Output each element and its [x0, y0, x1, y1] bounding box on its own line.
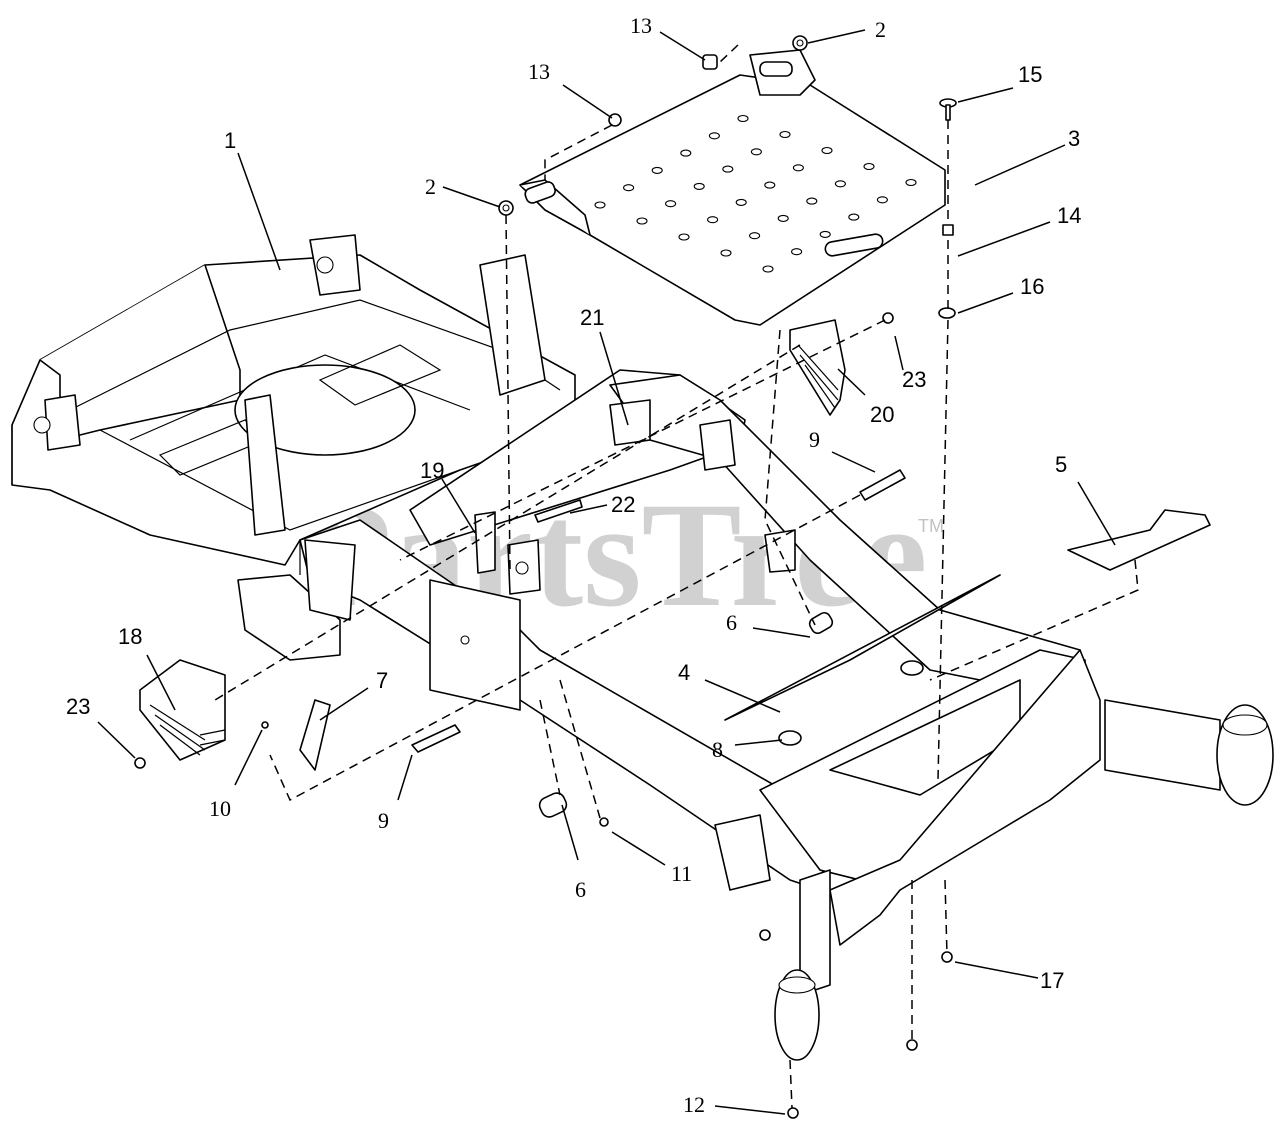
callout-21: 21 — [580, 305, 604, 330]
leader-lines — [97, 29, 1116, 1115]
callout-20: 20 — [870, 402, 894, 427]
callout-10: 10 — [209, 796, 231, 821]
callout-13-top: 13 — [630, 13, 652, 38]
callout-16: 16 — [1020, 274, 1044, 299]
plate-hole — [848, 213, 860, 221]
part-5-pad — [1067, 509, 1211, 571]
plate-hole — [749, 232, 761, 240]
plate-hole — [678, 233, 690, 241]
plate-hole — [636, 217, 648, 225]
plate-hole — [693, 182, 705, 190]
plate-hole — [762, 265, 774, 273]
callout-6-right: 6 — [726, 610, 737, 635]
plate-hole — [623, 184, 635, 192]
callout-15: 15 — [1018, 62, 1042, 87]
callout-23-right: 23 — [902, 367, 926, 392]
plate-hole — [665, 200, 677, 208]
callout-4: 4 — [678, 660, 690, 685]
plate-hole — [876, 196, 888, 204]
callout-22: 22 — [611, 492, 635, 517]
part-3-floor-plate — [519, 49, 946, 326]
callout-11: 11 — [671, 861, 692, 886]
plate-hole — [779, 130, 791, 139]
watermark-trademark: TM — [918, 516, 944, 536]
callout-7: 7 — [376, 668, 388, 693]
callout-19: 19 — [420, 458, 444, 483]
plate-hole — [707, 216, 719, 224]
callout-2-top: 2 — [875, 17, 886, 42]
plate-hole — [750, 148, 762, 156]
callout-17: 17 — [1040, 968, 1064, 993]
part-20-grille — [789, 319, 846, 416]
plate-hole — [708, 132, 720, 140]
callout-labels: 1 2 2 3 4 5 6 6 7 8 9 9 10 11 12 13 13 1… — [66, 13, 1081, 1117]
plate-hole — [722, 165, 734, 173]
callout-12: 12 — [683, 1092, 705, 1117]
floor-plate-holes — [594, 114, 917, 273]
plate-hole — [737, 114, 749, 123]
plate-hole — [594, 201, 606, 209]
plate-hole — [777, 214, 789, 222]
callout-14: 14 — [1057, 203, 1081, 228]
callout-23-left: 23 — [66, 694, 90, 719]
plate-hole — [791, 248, 803, 256]
callout-13-left: 13 — [528, 59, 550, 84]
assembly-lines — [214, 44, 1139, 1109]
callout-5: 5 — [1055, 452, 1067, 477]
callout-6-bottom: 6 — [575, 877, 586, 902]
plate-hole — [792, 164, 804, 172]
part-18-grille — [139, 659, 226, 761]
plate-hole — [863, 162, 875, 171]
callout-9-right: 9 — [809, 427, 820, 452]
plate-hole — [806, 197, 818, 205]
part-1-rear-pan — [11, 234, 576, 661]
part-4-plate — [724, 574, 1001, 721]
plate-hole — [821, 146, 833, 155]
callout-2-left: 2 — [425, 174, 436, 199]
hardware-parts — [134, 35, 957, 1119]
main-frame — [299, 369, 1274, 1061]
plate-hole — [905, 178, 917, 187]
callout-3: 3 — [1068, 126, 1080, 151]
plate-hole — [735, 198, 747, 206]
plate-hole — [651, 166, 663, 174]
plate-hole — [680, 149, 692, 157]
plate-hole — [819, 230, 831, 238]
callout-1: 1 — [224, 128, 236, 153]
callout-8: 8 — [712, 737, 723, 762]
plate-hole — [764, 181, 776, 189]
callout-9-left: 9 — [378, 808, 389, 833]
plate-hole — [834, 180, 846, 188]
plate-hole — [720, 249, 732, 257]
callout-18: 18 — [118, 624, 142, 649]
